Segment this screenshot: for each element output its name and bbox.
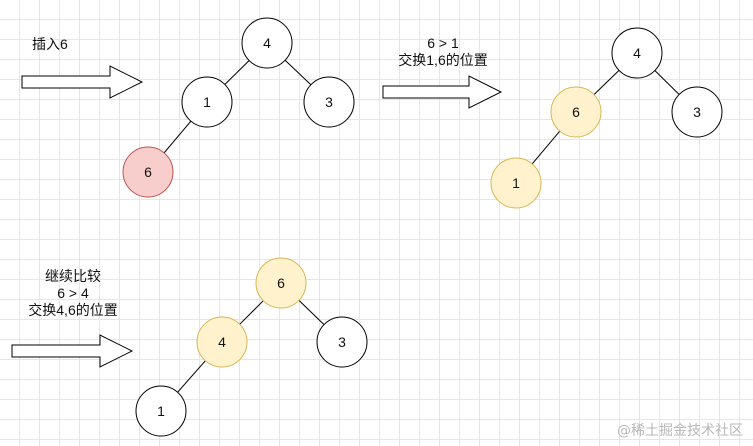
tree-node-swapped [255,257,307,309]
tree-node-normal [316,316,368,368]
tree-node-normal [611,27,663,79]
caption-line: 交换1,6的位置 [398,52,488,68]
caption-line: 6 > 4 [57,285,89,301]
step-arrow [21,65,144,99]
tree-node-label: 1 [157,403,165,419]
tree-node-label: 6 [572,104,580,120]
tree-node-label: 1 [512,175,520,191]
caption-step-1: 插入6 [32,36,68,53]
tree-node-swapped [490,157,542,209]
heap-tree-2: 4 6 3 1 [490,27,723,209]
tree-node-label: 3 [338,334,346,350]
tree-edge [163,120,192,154]
tree-node-label: 4 [633,45,641,61]
heap-tree-3: 6 4 3 1 [135,257,368,437]
tree-node-swapped [196,316,248,368]
step-arrow [382,75,503,109]
tree-node-normal [241,17,293,69]
tree-edge [239,300,264,325]
watermark: @稀土掘金技术社区 [617,423,743,439]
tree-edge [224,60,250,85]
tree-edge [531,130,561,165]
caption-line: 6 > 1 [427,35,459,51]
tree-node-label: 1 [203,94,211,110]
tree-node-label: 3 [693,104,701,120]
tree-node-swapped [550,86,602,138]
tree-node-inserted [122,146,174,198]
tree-edge [177,360,206,393]
tree-edge [654,70,680,95]
tree-node-normal [303,76,355,128]
heap-tree-1: 4 1 3 6 [122,17,355,198]
tree-node-normal [181,76,233,128]
step-arrow [11,334,134,368]
tree-edge [284,59,312,86]
tree-node-label: 6 [144,164,152,180]
tree-node-label: 3 [325,94,333,110]
caption-line: 交换4,6的位置 [28,302,118,318]
caption-line: 插入6 [32,36,68,52]
tree-edge [298,300,325,325]
tree-node-normal [671,86,723,138]
tree-edge [593,70,620,95]
caption-line: 继续比较 [45,268,101,284]
tree-node-label: 4 [218,334,226,350]
tree-node-label: 4 [263,35,271,51]
tree-node-label: 6 [277,275,285,291]
tree-node-normal [135,385,187,437]
